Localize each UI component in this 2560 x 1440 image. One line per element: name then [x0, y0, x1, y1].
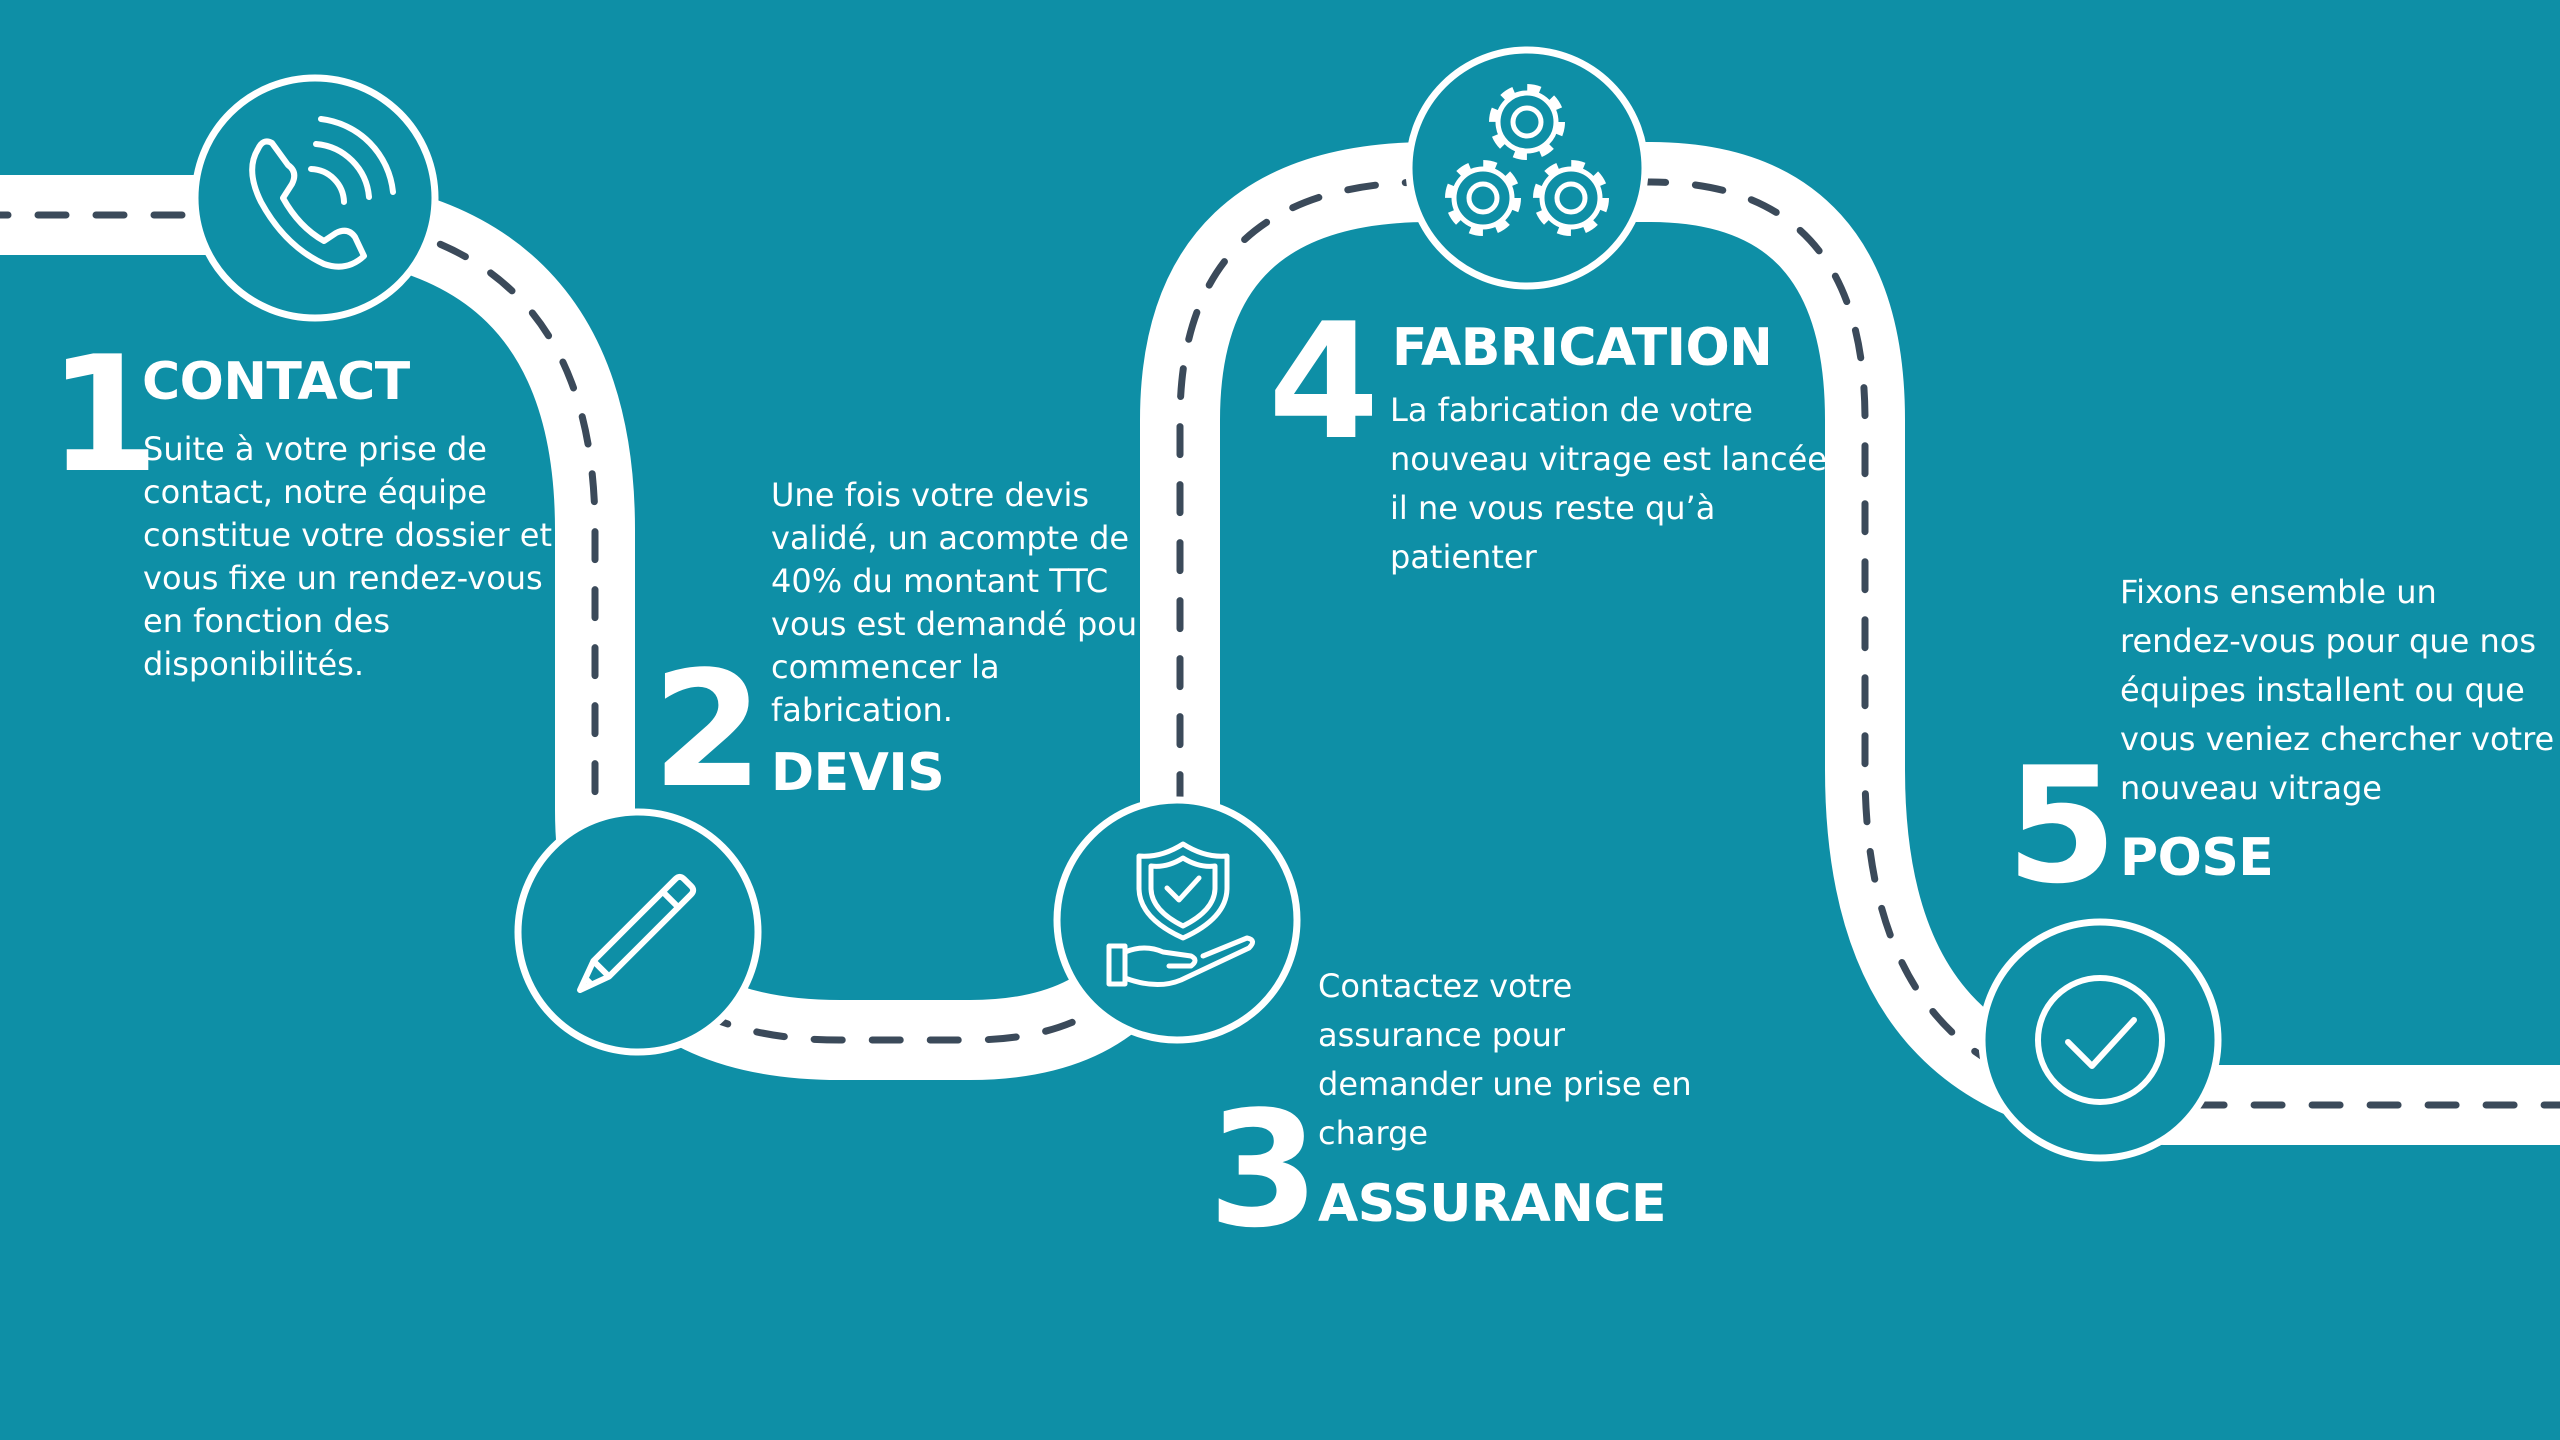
step-4-description: La fabrication de votre nouveau vitrage … — [1390, 391, 1838, 576]
milestone-1 — [191, 74, 439, 322]
step-4-number: 4 — [1268, 288, 1380, 475]
step-2-number: 2 — [652, 636, 764, 823]
road-center-dashes — [0, 178, 2560, 1109]
step-2-description: Une fois votre devis validé, un acompte … — [771, 476, 1151, 729]
phone-icon — [249, 116, 396, 270]
step-5-title: POSE — [2120, 828, 2274, 888]
milestone-5 — [1978, 918, 2222, 1162]
step-1-number: 1 — [48, 321, 160, 508]
checkmark-icon — [2035, 975, 2165, 1105]
step-3-number: 3 — [1208, 1076, 1320, 1263]
step-4-title: FABRICATION — [1392, 318, 1773, 378]
shield-hand-icon — [1106, 841, 1255, 987]
gears-icon — [1445, 84, 1609, 236]
milestone-4 — [1405, 46, 1649, 290]
step-1-title: CONTACT — [142, 352, 410, 412]
step-5-number: 5 — [2006, 732, 2118, 919]
step-1-description: Suite à votre prise de contact, notre éq… — [143, 430, 552, 683]
milestone-2 — [514, 808, 762, 1056]
step-3-title: ASSURANCE — [1318, 1174, 1667, 1234]
pencil-icon — [577, 873, 697, 993]
step-5-description: Fixons ensemble un rendez-vous pour que … — [2120, 573, 2555, 807]
step-2-title: DEVIS — [771, 743, 945, 803]
step-3-description: Contactez votre assurance pour demander … — [1318, 967, 1692, 1152]
milestone-3 — [1053, 796, 1301, 1044]
